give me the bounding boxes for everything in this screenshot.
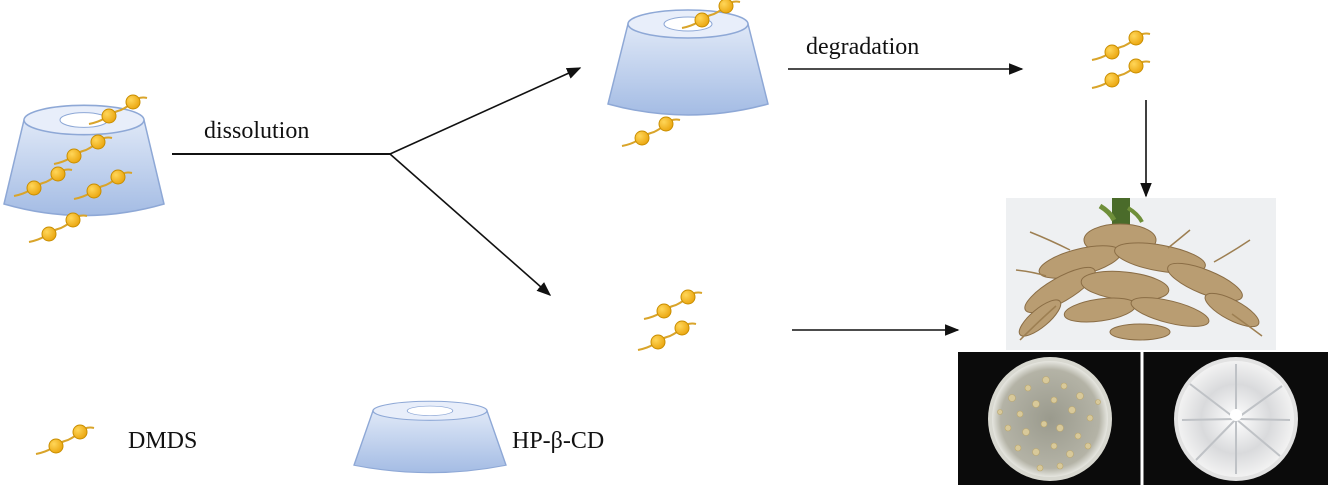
legend-dmds-label: DMDS	[128, 428, 198, 454]
arrow-icon	[389, 153, 552, 296]
dmds-molecule-icon	[643, 289, 703, 320]
degradation-label: degradation	[806, 34, 920, 60]
dmds-molecule-icon	[621, 116, 681, 147]
partial-complex	[607, 0, 769, 147]
dissolution-label: dissolution	[204, 118, 310, 144]
petri-dish-photo	[958, 352, 1328, 485]
arrow-icon	[389, 67, 582, 155]
legend-dmds-icon	[35, 424, 95, 455]
legend-cup-icon	[353, 400, 507, 474]
dmds-molecule-icon	[1091, 58, 1151, 89]
cyclodextrin-cup-icon	[3, 104, 165, 217]
dmds-molecule-icon	[637, 320, 697, 351]
legend-hpcd-label: HP-β-CD	[512, 428, 605, 454]
loaded-complex	[3, 94, 165, 243]
dmds-molecule-icon	[1091, 30, 1151, 61]
root-photo	[1006, 198, 1276, 350]
dmds-molecule-icon	[28, 212, 88, 243]
